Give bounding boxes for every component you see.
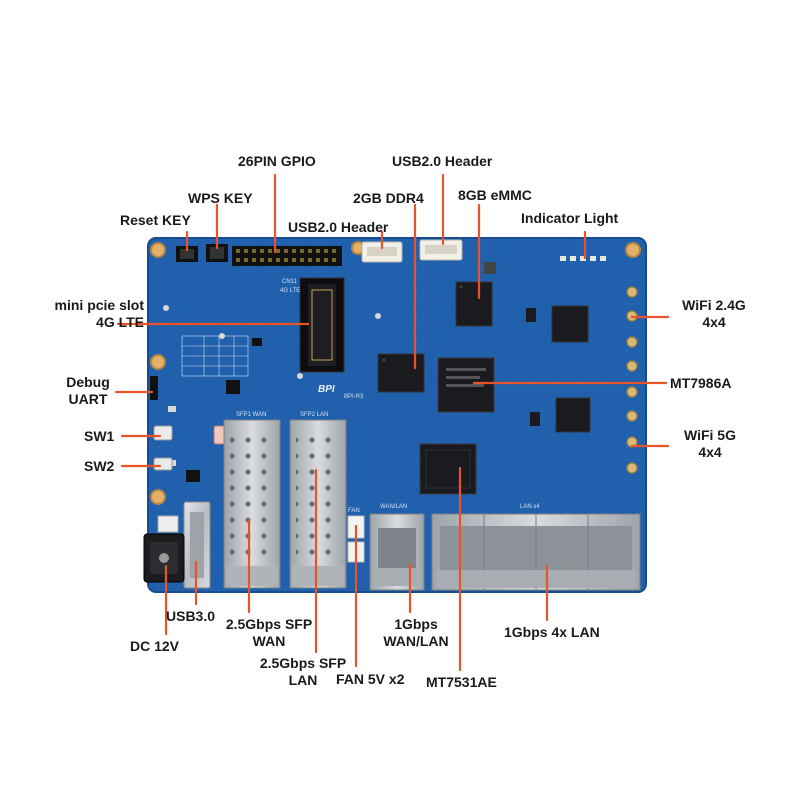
label-usb-header-top: USB2.0 Header <box>392 153 493 169</box>
silk-logo: BPI <box>318 384 335 395</box>
small-connector <box>157 515 179 533</box>
emmc-chip <box>455 281 493 327</box>
mounting-hole <box>625 242 641 258</box>
label-switch: MT7531AE <box>426 674 497 690</box>
label-dc12v: DC 12V <box>130 638 180 654</box>
label-gpio: 26PIN GPIO <box>238 153 316 169</box>
small-chip <box>530 412 540 426</box>
label-sfp-lan-line1: 2.5Gbps SFP <box>259 655 347 671</box>
label-usb-header-mid: USB2.0 Header <box>288 219 389 235</box>
label-soc: MT7986A <box>670 375 732 391</box>
label-sfp-wan: 2.5Gbps SFP WAN <box>214 616 324 650</box>
label-debug: Debug UART <box>52 374 124 408</box>
label-wifi5: WiFi 5G 4x4 <box>664 427 756 461</box>
label-usb3: USB3.0 <box>166 608 216 624</box>
pointer-lines <box>114 173 670 672</box>
label-wifi24-line2: 4x4 <box>702 314 726 330</box>
soc-chip <box>437 357 495 413</box>
label-wan-lan-line1: 1Gbps <box>394 616 438 632</box>
usb2-header-right <box>419 239 463 261</box>
rj45-lan-x4 <box>431 513 641 591</box>
silk-sfp1: SFP1 WAN <box>236 412 266 418</box>
label-wan-lan-line2: WAN/LAN <box>383 633 449 649</box>
label-minipcie: mini pcie slot 4G LTE <box>20 297 144 331</box>
label-sfp-wan-line1: 2.5Gbps SFP <box>225 616 313 632</box>
label-minipcie-line1: mini pcie slot <box>54 297 144 313</box>
label-sw2: SW2 <box>84 458 115 474</box>
silk-lan-x4: LAN x4 <box>520 504 540 510</box>
label-sfp-lan-line2: LAN <box>288 672 318 688</box>
mounting-hole <box>150 489 166 505</box>
label-sfp-wan-line2: WAN <box>252 633 286 649</box>
label-wps-key: WPS KEY <box>188 190 253 206</box>
label-emmc: 8GB eMMC <box>458 187 532 203</box>
label-sfp-lan: 2.5Gbps SFP LAN <box>248 655 358 689</box>
label-wifi24-line1: WiFi 2.4G <box>682 297 746 313</box>
silk-wan-lan: WAN/LAN <box>380 504 407 510</box>
mini-pcie-slot <box>299 277 345 373</box>
label-debug-line2: UART <box>68 391 108 407</box>
label-debug-line1: Debug <box>66 374 110 390</box>
mounting-hole <box>150 242 166 258</box>
rj45-wan-lan <box>369 513 425 591</box>
sw1-switch <box>153 425 173 441</box>
label-lan4x: 1Gbps 4x LAN <box>504 624 600 640</box>
label-reset-key: Reset KEY <box>120 212 191 228</box>
silk-lte: 4G LTE <box>280 288 300 294</box>
sw2-switch <box>153 457 173 471</box>
label-ddr4: 2GB DDR4 <box>353 190 424 206</box>
dc-jack <box>143 533 185 583</box>
label-wan-lan: 1Gbps WAN/LAN <box>368 616 464 650</box>
label-wifi5-line1: WiFi 5G <box>684 427 736 443</box>
label-fan: FAN 5V x2 <box>336 671 405 687</box>
ddr4-chip <box>377 353 425 393</box>
small-chip <box>526 308 536 322</box>
label-wifi24: WiFi 2.4G 4x4 <box>664 297 764 331</box>
silk-cn11: CN11 <box>282 279 298 285</box>
silk-sfp2: SFP2 LAN <box>300 412 328 418</box>
reset-key <box>176 246 198 262</box>
sfp-lan-cage <box>289 419 347 589</box>
wifi-24-chip <box>551 305 589 343</box>
indicator-leds <box>560 256 606 261</box>
sfp-wan-cage <box>223 419 281 589</box>
label-minipcie-line2: 4G LTE <box>96 314 144 330</box>
silk-table <box>181 335 249 377</box>
silk-fan: FAN <box>348 508 360 514</box>
label-wifi5-line2: 4x4 <box>698 444 722 460</box>
mounting-hole <box>150 354 166 370</box>
switch-chip <box>419 443 477 495</box>
antenna-connectors <box>626 286 638 474</box>
label-indicator: Indicator Light <box>521 210 619 226</box>
label-sw1: SW1 <box>84 428 115 444</box>
wps-key <box>206 244 228 262</box>
wifi-5-chip <box>555 397 591 433</box>
gpio-header <box>232 246 342 266</box>
small-chip <box>484 262 496 274</box>
silk-model: BPI-R3 <box>344 394 364 400</box>
